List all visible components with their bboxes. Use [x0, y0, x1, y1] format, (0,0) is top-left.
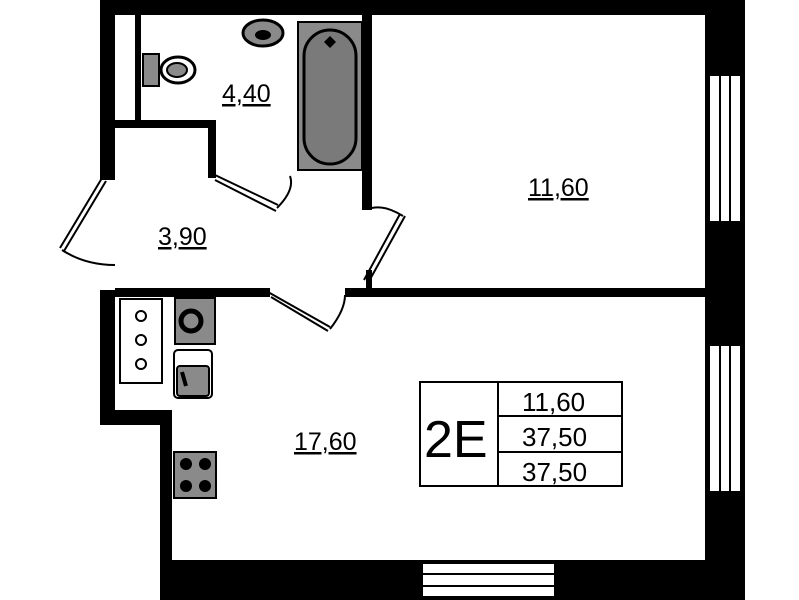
kitchen-door [267, 291, 346, 332]
bedroom-door [363, 206, 406, 284]
total-area-value-2: 37,50 [522, 457, 587, 487]
entrance-door [59, 177, 116, 266]
bathtub [297, 21, 363, 171]
bathroom-area-label: 4,40 [222, 80, 271, 108]
washing-machine [174, 297, 216, 345]
bedroom-area-label: 11,60 [528, 174, 589, 202]
windows [421, 74, 742, 598]
window-kitchen-bottom [421, 562, 556, 598]
doors [59, 174, 406, 332]
info-table: 2E 11,60 37,50 37,50 [419, 381, 623, 487]
bathroom-door [214, 174, 293, 212]
cooktop [173, 451, 217, 499]
kitchen-living-area-label: 17,60 [294, 428, 357, 456]
window-bedroom [708, 74, 742, 223]
living-area-value: 11,60 [522, 387, 585, 417]
hallway-area-label: 3,90 [158, 223, 207, 251]
kitchen-sink [173, 349, 213, 399]
sink-bathroom [241, 18, 285, 48]
window-kitchen-right [708, 344, 742, 493]
toilet [142, 53, 197, 87]
kitchen-counter [119, 298, 163, 384]
apartment-type: 2E [424, 411, 488, 469]
total-area-value: 37,50 [522, 422, 587, 452]
